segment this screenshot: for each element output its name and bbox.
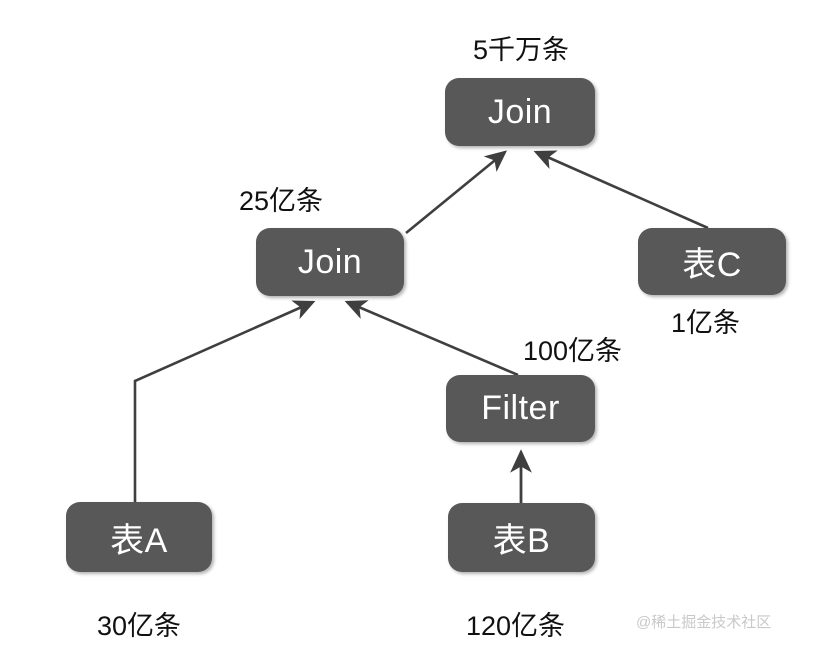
- row-count-label-table-a: 30亿条: [97, 611, 182, 641]
- edge-table-c-to-join-top: [533, 150, 709, 230]
- row-count-label-join-mid: 25亿条: [239, 186, 324, 216]
- node-join-mid-label: Join: [297, 242, 363, 281]
- node-table-a-label: 表A: [110, 521, 168, 560]
- node-filter[interactable]: Filter: [446, 375, 595, 442]
- node-table-c-label: 表C: [682, 246, 742, 284]
- node-join-top-label: Join: [487, 92, 553, 131]
- node-join-mid[interactable]: Join: [256, 228, 404, 296]
- node-filter-label: Filter: [481, 389, 560, 427]
- node-table-b[interactable]: 表B: [448, 503, 595, 572]
- node-table-a[interactable]: 表A: [66, 502, 212, 572]
- node-table-b-label: 表B: [492, 522, 551, 560]
- row-count-label-join-top: 5千万条: [473, 35, 570, 65]
- row-count-label-table-c: 1亿条: [671, 308, 741, 338]
- edge-filter-to-join-mid: [344, 300, 519, 377]
- row-count-label-filter: 100亿条: [523, 336, 623, 366]
- edge-table-a-to-join-mid: [133, 300, 316, 504]
- edge-join-mid-to-join-top: [405, 150, 508, 235]
- watermark: @稀土掘金技术社区: [636, 614, 772, 631]
- node-table-c[interactable]: 表C: [638, 228, 786, 295]
- row-count-label-table-b: 120亿条: [466, 611, 566, 641]
- node-join-top[interactable]: Join: [445, 78, 595, 146]
